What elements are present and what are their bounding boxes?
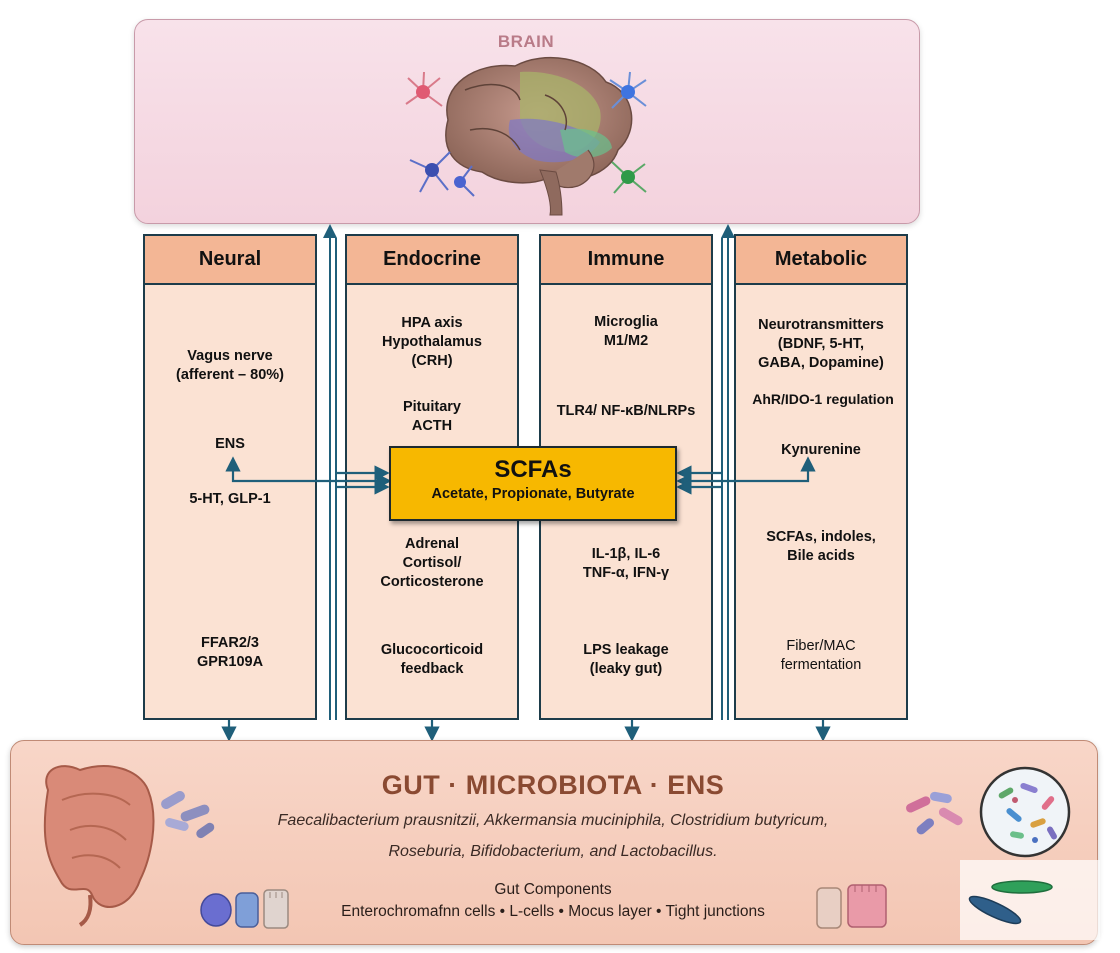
neural-ens: ENS [215,436,245,452]
metabolic-header: Metabolic [736,236,906,285]
immune-tlr4-pathway: TLR4/ NF-κB/NLRPs [556,403,696,419]
bacteria-cluster-right-icon [906,791,963,835]
scfas-subtitle: Acetate, Propionate, Butyrate [431,486,635,502]
immune-header: Immune [541,236,711,285]
neural-header: Neural [145,236,315,285]
metabolic-ahr-ido1: AhR/IDO-1 regulation [752,391,894,407]
metabolic-kynurenine: Kynurenine [781,442,861,458]
scfas-title: SCFAs [494,456,572,483]
enterochromaffin-cell-icons [200,889,289,929]
immune-cytokines: IL-1β, IL-6 TNF-α, IFN-γ [582,546,670,581]
gut-title: GUT · MICROBIOTA · ENS [381,770,725,800]
immune-lps-leakage: LPS leakage (leaky gut) [583,642,669,677]
gut-components-title: Gut Components [494,881,612,898]
endocrine-pituitary: Pituitary ACTH [402,399,461,434]
tight-junction-cell-icons [816,884,887,929]
neural-vagus-nerve: Vagus nerve (afferent – 80%) [176,348,284,383]
brain-illustration [445,56,633,216]
metabolic-fiber-fermentation: Fiber/MAC fermentation [780,638,862,673]
neural-5ht-glp1: 5-HT, GLP-1 [189,491,271,507]
metabolic-scfas-indoles: SCFAs, indoles, Bile acids [766,529,876,564]
gut-panel [10,740,1098,945]
brain-title: BRAIN [497,32,555,51]
kynurenine-to-scfa-arrow [676,456,816,489]
endocrine-header: Endocrine [347,236,517,285]
intestine-icon [43,765,155,927]
gut-species-line1: Faecalibacterium prausnitzii, Akkermansi… [277,812,829,829]
gut-components-list: Enterochromafnn cells • L-cells • Mocus … [341,903,765,920]
endocrine-glucocorticoid-feedback: Glucocorticoid feedback [380,642,484,677]
neural-ffar-receptors: FFAR2/3 GPR109A [196,635,264,670]
endocrine-adrenal: Adrenal Cortisol/ Corticosterone [380,536,484,590]
endocrine-hpa-axis: HPA axis Hypothalamus (CRH) [382,315,482,369]
ens-to-scfa-arrow [225,456,392,489]
gut-species-line2: Roseburia, Bifidobacterium, and Lactobac… [388,843,718,860]
bacteria-cluster-left-icon [161,791,215,839]
neuron-cells [405,71,647,197]
immune-microglia: Microglia M1/M2 [594,314,658,349]
rod-bacteria-icon [960,860,1100,940]
metabolic-neurotransmitters: Neurotransmitters (BDNF, 5-HT, GABA, Dop… [758,317,884,371]
scfas-box: SCFAs Acetate, Propionate, Butyrate [389,446,677,521]
microbiome-dish-icon [979,766,1071,858]
